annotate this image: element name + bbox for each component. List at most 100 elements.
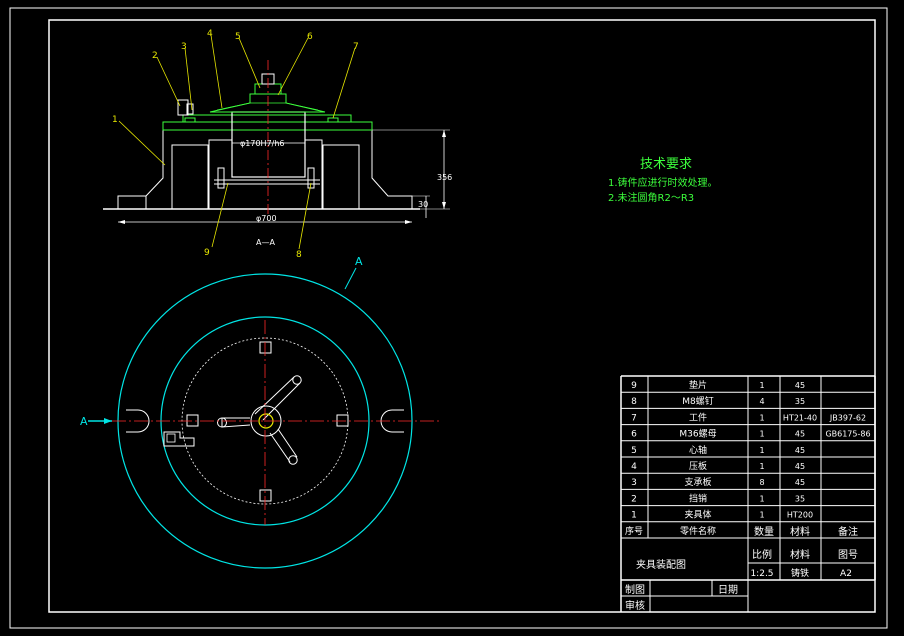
section-mark-left: A bbox=[80, 415, 88, 428]
tech-item-1: 1.铸件应进行时效处理。 bbox=[608, 176, 718, 189]
part-qty: 1 bbox=[759, 462, 764, 471]
part-qty: 1 bbox=[759, 413, 764, 422]
support-square-bottom bbox=[259, 489, 272, 502]
slot-left bbox=[126, 409, 150, 433]
part-name: 压板 bbox=[689, 460, 707, 472]
washer-right bbox=[327, 117, 339, 123]
drawing-no-label: 图号 bbox=[838, 549, 858, 561]
part-qty: 4 bbox=[759, 397, 764, 406]
part-qty: 1 bbox=[759, 446, 764, 455]
stop-pin-block bbox=[163, 431, 195, 447]
part-name: 夹具体 bbox=[684, 509, 711, 521]
date-label: 日期 bbox=[718, 584, 738, 596]
part-remark: GB6175-86 bbox=[825, 430, 870, 439]
stop-pin-head bbox=[186, 103, 194, 115]
section-label: A—A bbox=[256, 238, 275, 247]
pocket-right bbox=[322, 144, 360, 210]
scale-value: 1:2.5 bbox=[750, 569, 773, 579]
callout-leaders bbox=[118, 34, 356, 250]
callout-7: 7 bbox=[353, 42, 359, 52]
body-left-section bbox=[117, 129, 233, 210]
dim-arrow-right bbox=[405, 220, 412, 224]
part-no: 5 bbox=[631, 446, 637, 456]
part-no: 4 bbox=[631, 462, 637, 472]
part-remark: JB397-62 bbox=[829, 413, 866, 422]
part-material: 45 bbox=[795, 430, 805, 439]
part-material: 35 bbox=[795, 494, 805, 503]
part-qty: 1 bbox=[759, 494, 764, 503]
part-name: 挡销 bbox=[689, 492, 707, 504]
part-no: 3 bbox=[631, 478, 637, 488]
part-qty: 8 bbox=[759, 478, 764, 487]
part-name: M8螺钉 bbox=[682, 396, 714, 407]
drawing-no-value: A2 bbox=[840, 569, 852, 579]
part-name: 心轴 bbox=[689, 444, 707, 456]
dim-h-arrow-top bbox=[442, 130, 446, 137]
washer-left bbox=[184, 117, 196, 123]
callout-3: 3 bbox=[181, 42, 187, 52]
callout-4: 4 bbox=[207, 29, 213, 39]
callout-1: 1 bbox=[112, 115, 118, 125]
header-qty: 数量 bbox=[754, 525, 774, 538]
dim-bore-text: φ170H7/h6 bbox=[240, 139, 285, 148]
part-no: 1 bbox=[631, 511, 637, 521]
drawing-name: 夹具装配图 bbox=[636, 558, 686, 571]
part-name: 支承板 bbox=[684, 476, 711, 488]
tech-requirements: 技术要求 1.铸件应进行时效处理。 2.未注圆角R2～R3 bbox=[608, 157, 718, 204]
section-view: φ170H7/h6 φ700 A—A 356 30 1 2 3 4 bbox=[103, 29, 452, 260]
pocket-left bbox=[171, 144, 209, 210]
section-mark-top-leader bbox=[344, 267, 357, 290]
stop-pin-head-plan bbox=[166, 433, 176, 443]
support-square-right bbox=[336, 414, 349, 427]
section-mark-left-arrow bbox=[104, 418, 112, 424]
header-no: 序号 bbox=[625, 525, 643, 537]
dim-diameter-text: φ700 bbox=[256, 214, 277, 223]
part-qty: 1 bbox=[759, 381, 764, 390]
dim-h-arrow-bot bbox=[442, 202, 446, 209]
part-qty: 1 bbox=[759, 430, 764, 439]
part-qty: 1 bbox=[759, 511, 764, 520]
part-material: HT21-40 bbox=[783, 413, 817, 422]
part-material: 45 bbox=[795, 381, 805, 390]
base-foot-left bbox=[117, 195, 147, 210]
part-material: 45 bbox=[795, 462, 805, 471]
drawn-label: 制图 bbox=[625, 583, 645, 596]
part-material: 45 bbox=[795, 478, 805, 487]
callout-5: 5 bbox=[235, 32, 241, 42]
support-square-top bbox=[259, 341, 272, 354]
tech-title: 技术要求 bbox=[640, 157, 692, 172]
callout-2: 2 bbox=[152, 51, 158, 61]
part-name: 垫片 bbox=[689, 379, 707, 391]
support-plate bbox=[162, 121, 373, 131]
tech-item-2: 2.未注圆角R2～R3 bbox=[608, 191, 694, 204]
callout-8: 8 bbox=[296, 250, 302, 260]
outer-frame bbox=[9, 7, 888, 629]
callout-6: 6 bbox=[307, 32, 313, 42]
part-material: 45 bbox=[795, 446, 805, 455]
dim-arrow-left bbox=[118, 220, 125, 224]
part-name: 工件 bbox=[689, 411, 707, 423]
header-material: 材料 bbox=[790, 525, 810, 538]
material-label: 材料 bbox=[790, 548, 810, 561]
part-material: HT200 bbox=[787, 511, 813, 520]
screw-left bbox=[217, 167, 225, 189]
part-no: 8 bbox=[631, 397, 637, 407]
inner-frame bbox=[48, 19, 876, 613]
three-arm-clamp bbox=[217, 375, 302, 465]
header-remark: 备注 bbox=[838, 525, 858, 538]
pressure-plate-hatch bbox=[216, 102, 319, 111]
part-no: 6 bbox=[631, 430, 637, 440]
header-name: 零件名称 bbox=[680, 525, 716, 537]
part-no: 2 bbox=[631, 494, 637, 504]
dim-base-text: 30 bbox=[418, 200, 428, 209]
checked-label: 审核 bbox=[625, 599, 645, 612]
stop-pin bbox=[177, 99, 189, 116]
callout-9: 9 bbox=[204, 248, 210, 258]
material-value: 铸铁 bbox=[791, 567, 809, 579]
section-mark-top: A bbox=[355, 255, 363, 268]
clamp-plate-base bbox=[182, 114, 352, 123]
plan-view: A A bbox=[80, 255, 440, 569]
part-name: M36螺母 bbox=[679, 429, 716, 440]
